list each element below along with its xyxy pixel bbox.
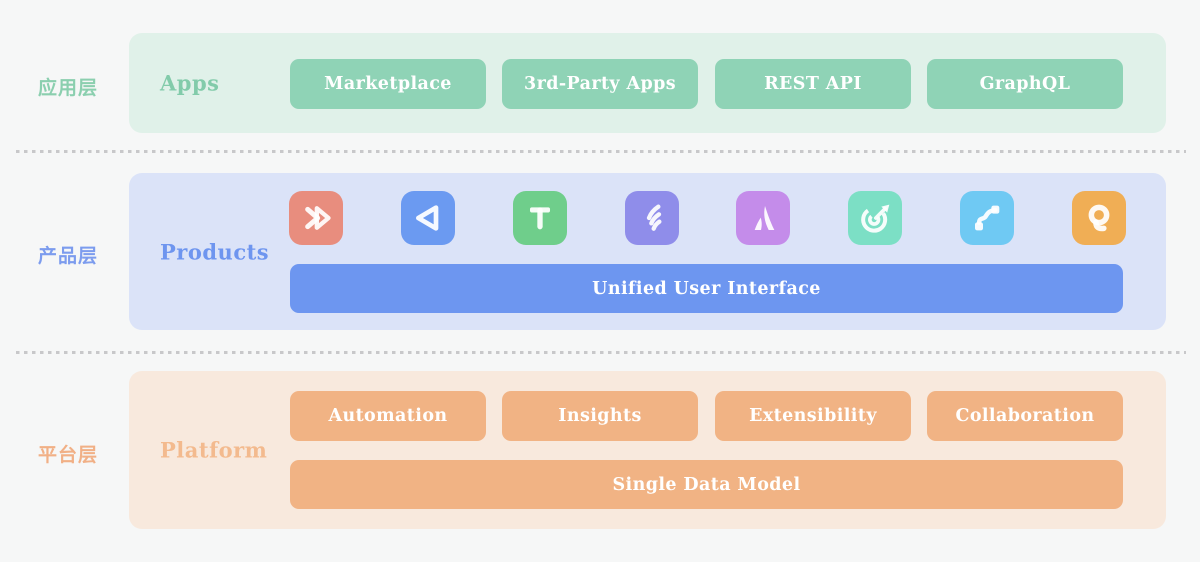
arrow-chevron-icon (289, 191, 343, 245)
dotted-divider-top (16, 150, 1186, 153)
chip-graphql: GraphQL (927, 59, 1123, 109)
chip-marketplace: Marketplace (290, 59, 486, 109)
letter-q-icon (1072, 191, 1126, 245)
products-layer-panel: Products (129, 173, 1166, 330)
chip-extensibility: Extensibility (715, 391, 911, 441)
flow-connector-icon (960, 191, 1014, 245)
platform-layer-cn-label: 平台层 (38, 445, 99, 466)
unified-ui-bar: Unified User Interface (290, 264, 1123, 313)
platform-group-label: Platform (160, 437, 268, 463)
chip-insights: Insights (502, 391, 698, 441)
triangle-outline-icon (401, 191, 455, 245)
chip-automation: Automation (290, 391, 486, 441)
apps-layer-panel: Apps Marketplace 3rd-Party Apps REST API… (129, 33, 1166, 133)
apps-layer-cn-label: 应用层 (38, 78, 99, 99)
platform-layer-panel: Platform Automation Insights Extensibili… (129, 371, 1166, 529)
feather-icon (625, 191, 679, 245)
chip-collaboration: Collaboration (927, 391, 1123, 441)
apps-group-label: Apps (160, 70, 220, 96)
dotted-divider-bottom (16, 351, 1186, 354)
chip-rest-api: REST API (715, 59, 911, 109)
letter-a-icon (736, 191, 790, 245)
target-dart-icon (848, 191, 902, 245)
products-group-label: Products (160, 239, 270, 264)
single-data-model-bar: Single Data Model (290, 460, 1123, 509)
letter-t-icon (513, 191, 567, 245)
chip-3rd-party-apps: 3rd-Party Apps (502, 59, 698, 109)
products-layer-cn-label: 产品层 (38, 246, 99, 267)
